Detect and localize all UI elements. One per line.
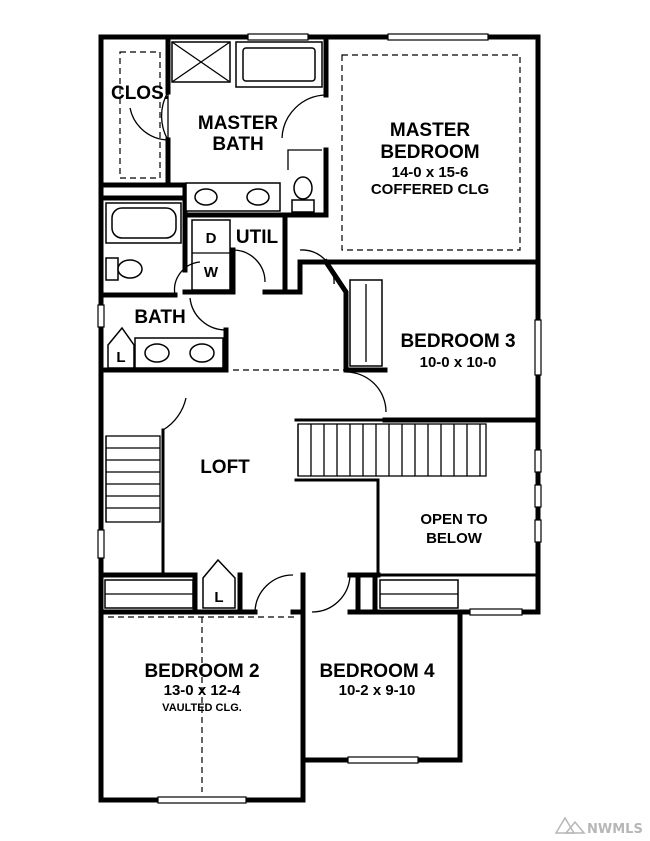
master-bath-label-line1: MASTER	[198, 113, 279, 134]
doors	[129, 91, 387, 613]
toilet-icon	[117, 259, 143, 279]
bath-label: BATH	[134, 307, 185, 328]
staircase	[105, 423, 487, 523]
toilet-icon	[293, 176, 313, 200]
washer-label: W	[204, 264, 219, 281]
loft-label: LOFT	[200, 457, 250, 478]
dryer-label: D	[206, 230, 217, 247]
bedroom4-label: BEDROOM 4	[319, 661, 435, 682]
windows	[97, 33, 542, 804]
master-bath-label-line2: BATH	[212, 134, 263, 155]
linen-closet-icon	[107, 326, 135, 369]
master-bedroom-note: COFFERED CLG	[371, 181, 489, 198]
bedroom2-label: BEDROOM 2	[144, 661, 259, 682]
sink-icon	[246, 188, 270, 206]
open-to-below-line2: BELOW	[426, 530, 483, 547]
closet-label: CLOS.	[111, 83, 169, 104]
master-bedroom-label-line1: MASTER	[390, 120, 471, 141]
sink-icon	[189, 343, 215, 363]
watermark-text: NWMLS	[587, 822, 643, 837]
master-bedroom-label-line2: BEDROOM	[380, 142, 479, 163]
utility-label: UTIL	[236, 227, 279, 248]
mountain-logo-icon	[554, 816, 586, 834]
master-bedroom-size: 14-0 x 15-6	[392, 164, 469, 181]
bath-linen-label: L	[116, 349, 125, 366]
watermark: NWMLS	[554, 816, 643, 837]
interior-walls	[98, 34, 541, 763]
room-labels: CLOS. MASTER BATH MASTER BEDROOM 14-0 x …	[111, 83, 516, 714]
linen-closet-icon	[202, 558, 236, 609]
sink-icon	[144, 343, 170, 363]
bedroom2-note: VAULTED CLG.	[162, 702, 242, 714]
bedroom2-size: 13-0 x 12-4	[164, 682, 241, 699]
dashed-lines	[108, 51, 521, 792]
sink-icon	[194, 188, 218, 206]
bedroom4-size: 10-2 x 9-10	[339, 682, 416, 699]
fixtures	[104, 41, 459, 609]
loft-linen-label: L	[214, 589, 223, 606]
bedroom3-label: BEDROOM 3	[400, 331, 515, 352]
bedroom3-size: 10-0 x 10-0	[420, 354, 497, 371]
open-to-below-line1: OPEN TO	[420, 511, 488, 528]
